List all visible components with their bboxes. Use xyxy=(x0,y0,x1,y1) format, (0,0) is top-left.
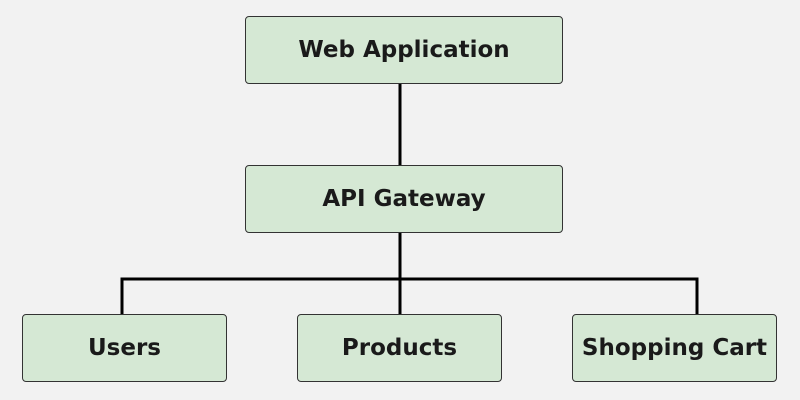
edge-api-branch-bus xyxy=(120,277,699,314)
node-web-application: Web Application xyxy=(245,16,563,84)
node-label: Shopping Cart xyxy=(581,335,768,361)
node-products: Products xyxy=(297,314,502,382)
node-api-gateway: API Gateway xyxy=(245,165,563,233)
node-label: Products xyxy=(341,335,458,361)
node-label: Users xyxy=(88,335,161,361)
node-users: Users xyxy=(22,314,227,382)
node-label: API Gateway xyxy=(322,186,486,212)
node-shopping-cart: Shopping Cart xyxy=(572,314,777,382)
node-label: Web Application xyxy=(298,37,510,63)
